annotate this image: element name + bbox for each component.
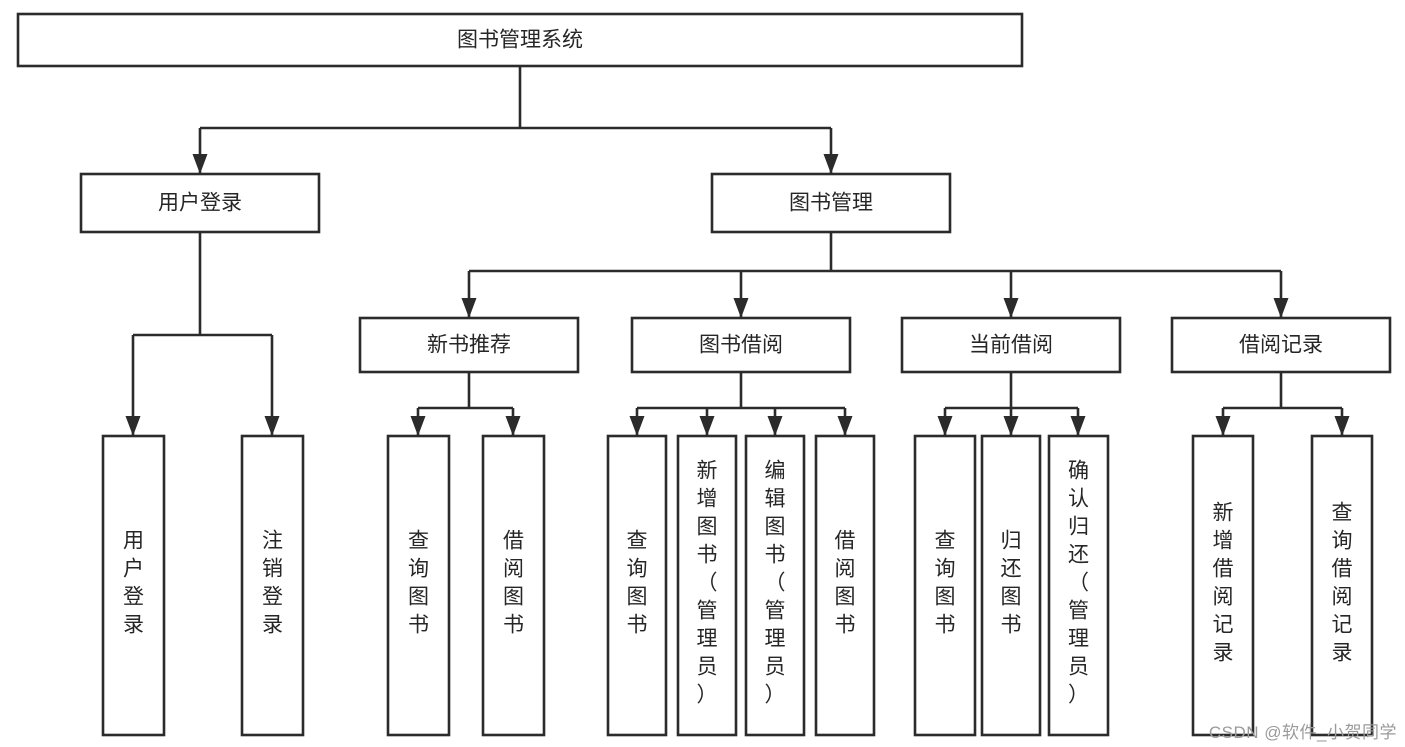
node-leaf-borrow-book[interactable]: 借阅图书 bbox=[814, 434, 876, 737]
node-box[interactable] bbox=[79, 172, 321, 234]
node-leaf-borrow-book-recommend[interactable]: 借阅图书 bbox=[481, 434, 546, 737]
node-label: 确认归还（管理员） bbox=[1068, 460, 1089, 707]
arrow-head-icon bbox=[629, 416, 645, 436]
node-label: 图书管理系统 bbox=[457, 29, 583, 52]
connector-edge-book-borrow-bus bbox=[635, 372, 847, 435]
node-leaf-query-book-recommend[interactable]: 查询图书 bbox=[386, 434, 451, 737]
node-box[interactable] bbox=[900, 316, 1122, 374]
node-book-borrow[interactable]: 图书借阅 bbox=[630, 316, 852, 374]
node-borrow-record[interactable]: 借阅记录 bbox=[1170, 316, 1392, 374]
node-label: 用户登录 bbox=[123, 530, 144, 637]
node-label: 编辑图书（管理员） bbox=[765, 460, 786, 707]
node-leaf-add-borrow-record[interactable]: 新增借阅记录 bbox=[1191, 434, 1255, 737]
node-box[interactable] bbox=[913, 434, 977, 737]
arrow-head-icon bbox=[937, 416, 953, 436]
connector-edge-borrow-record-bus bbox=[1221, 372, 1344, 435]
node-leaf-user-login[interactable]: 用户登录 bbox=[101, 434, 166, 737]
arrow-head-icon bbox=[699, 416, 715, 436]
node-label: 图书管理 bbox=[789, 192, 873, 215]
node-label: 注销登录 bbox=[262, 530, 283, 637]
node-label: 新增借阅记录 bbox=[1213, 502, 1234, 665]
arrow-head-icon bbox=[1003, 298, 1019, 318]
node-leaf-query-book-current[interactable]: 查询图书 bbox=[913, 434, 977, 737]
node-box[interactable] bbox=[744, 434, 806, 737]
node-leaf-confirm-return-admin[interactable]: 确认归还（管理员） bbox=[1047, 434, 1110, 737]
node-box[interactable] bbox=[1047, 434, 1110, 737]
node-label: 新增图书（管理员） bbox=[697, 460, 718, 707]
arrow-head-icon bbox=[410, 416, 426, 436]
node-label: 借阅记录 bbox=[1239, 334, 1323, 357]
node-box[interactable] bbox=[240, 434, 305, 737]
node-box[interactable] bbox=[481, 434, 546, 737]
node-leaf-query-book-borrow[interactable]: 查询图书 bbox=[606, 434, 668, 737]
node-leaf-add-book-admin[interactable]: 新增图书（管理员） bbox=[676, 434, 738, 737]
arrow-head-icon bbox=[505, 416, 521, 436]
arrow-head-icon bbox=[767, 416, 783, 436]
node-box[interactable] bbox=[980, 434, 1042, 737]
node-label: 用户登录 bbox=[158, 192, 242, 215]
node-label: 查询图书 bbox=[627, 530, 648, 637]
connectors-layer bbox=[125, 66, 1350, 436]
node-book-management[interactable]: 图书管理 bbox=[710, 172, 952, 234]
connector-edge-book-management-bus bbox=[467, 232, 1283, 317]
node-box[interactable] bbox=[1310, 434, 1374, 737]
node-leaf-edit-book-admin[interactable]: 编辑图书（管理员） bbox=[744, 434, 806, 737]
node-current-borrow[interactable]: 当前借阅 bbox=[900, 316, 1122, 374]
node-user-login[interactable]: 用户登录 bbox=[79, 172, 321, 234]
node-label: 查询图书 bbox=[408, 530, 429, 637]
node-leaf-return-book[interactable]: 归还图书 bbox=[980, 434, 1042, 737]
node-box[interactable] bbox=[630, 316, 852, 374]
node-box[interactable] bbox=[814, 434, 876, 737]
arrow-head-icon bbox=[125, 416, 141, 436]
node-label: 借阅图书 bbox=[835, 530, 856, 637]
node-leaf-logout[interactable]: 注销登录 bbox=[240, 434, 305, 737]
connector-edge-new-book-bus bbox=[416, 372, 515, 435]
node-label: 查询借阅记录 bbox=[1332, 502, 1353, 665]
arrow-head-icon bbox=[192, 154, 208, 174]
node-label: 当前借阅 bbox=[969, 334, 1053, 357]
node-new-book-recommend[interactable]: 新书推荐 bbox=[358, 316, 580, 374]
arrow-head-icon bbox=[1070, 416, 1086, 436]
node-box[interactable] bbox=[386, 434, 451, 737]
node-label: 归还图书 bbox=[1001, 530, 1022, 637]
arrow-head-icon bbox=[1334, 416, 1350, 436]
connector-edge-user-login-bus bbox=[131, 232, 274, 435]
node-box[interactable] bbox=[358, 316, 580, 374]
node-label: 新书推荐 bbox=[427, 334, 511, 357]
node-root-root[interactable]: 图书管理系统 bbox=[16, 12, 1024, 68]
node-box[interactable] bbox=[1170, 316, 1392, 374]
node-box[interactable] bbox=[101, 434, 166, 737]
arrow-head-icon bbox=[823, 154, 839, 174]
arrow-head-icon bbox=[1273, 298, 1289, 318]
connector-edge-root-bus bbox=[198, 66, 833, 173]
node-label: 图书借阅 bbox=[699, 334, 783, 357]
nodes-layer: 图书管理系统用户登录图书管理新书推荐图书借阅当前借阅借阅记录用户登录注销登录查询… bbox=[16, 12, 1392, 737]
arrow-head-icon bbox=[733, 298, 749, 318]
arrow-head-icon bbox=[461, 298, 477, 318]
node-box[interactable] bbox=[606, 434, 668, 737]
node-box[interactable] bbox=[16, 12, 1024, 68]
node-label: 借阅图书 bbox=[503, 530, 524, 637]
node-box[interactable] bbox=[1191, 434, 1255, 737]
node-box[interactable] bbox=[710, 172, 952, 234]
arrow-head-icon bbox=[1003, 416, 1019, 436]
node-box[interactable] bbox=[676, 434, 738, 737]
node-label: 查询图书 bbox=[935, 530, 956, 637]
node-leaf-query-borrow-record[interactable]: 查询借阅记录 bbox=[1310, 434, 1374, 737]
arrow-head-icon bbox=[264, 416, 280, 436]
arrow-head-icon bbox=[837, 416, 853, 436]
arrow-head-icon bbox=[1215, 416, 1231, 436]
